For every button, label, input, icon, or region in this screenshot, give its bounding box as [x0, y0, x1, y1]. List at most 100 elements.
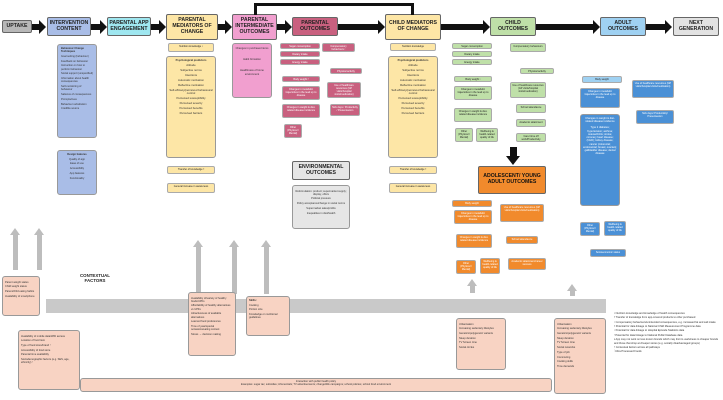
- context-item: Time demands: [557, 365, 575, 369]
- child-psych-item: Self-efficacy/perceived behavioural cont…: [391, 87, 435, 96]
- context-item: Availability of mobile data/WiFi access: [21, 334, 65, 338]
- child-outcome-sugar: Sugar consumption: [452, 43, 492, 49]
- child-psych-item: Reflective motivation: [400, 82, 426, 87]
- bct-item: Self-monitoring of behaviour: [61, 85, 82, 92]
- adult-bodyweight: Body weight: [582, 76, 622, 83]
- arrow-child-mediators: [441, 20, 490, 34]
- adol-metabolic: Changes in metabolic trajectories in the…: [454, 210, 492, 224]
- child-outcome-bodyweight: Body weight ᵉ: [454, 76, 492, 82]
- bct-item: Instruction on how to perform behaviour: [61, 64, 85, 71]
- context-item: Availability of smartphone: [5, 294, 35, 298]
- par-psych-item: Perceived severity: [179, 101, 203, 106]
- policy-box: Interaction with public health policy Ex…: [80, 378, 552, 392]
- child-outcome-wellbeing: Wellbeing & health-related quality of li…: [476, 128, 498, 142]
- par-outcome-energy: Energy intake: [280, 59, 320, 65]
- child-outcome-compensatory: Compensatory behaviours: [510, 43, 546, 52]
- par-outcome-dietary: Dietary intake: [280, 51, 320, 57]
- child-outcome-dietary: Dietary intake: [452, 51, 492, 57]
- context-item: Cooking: [249, 303, 259, 307]
- arrow-engagement: [151, 20, 166, 34]
- child-psych-item: Automatic motivation: [400, 77, 426, 82]
- bct-list: Goal setting (behaviour) Feedback on beh…: [61, 55, 93, 111]
- par-psych-item: Intentions: [184, 72, 198, 77]
- child-psych-item: Perceived barriers: [401, 111, 425, 116]
- footnote: ᶜ Compensatory behaviours/unintended con…: [614, 320, 716, 324]
- design-item: Functionality: [69, 176, 85, 180]
- environmental-item: Political pressure: [311, 197, 331, 201]
- arrow-child-outcomes: [536, 20, 600, 34]
- header-contextual: CONTEXTUAL FACTORS: [79, 272, 110, 283]
- context-arrow-3: [193, 240, 203, 294]
- context-item: TV Screen time: [459, 341, 477, 345]
- footnote: ᶠ Potential for data linkage to National…: [614, 333, 683, 337]
- child-general-box: General increase in awareness: [389, 183, 437, 193]
- adult-disease-list: Type 2 diabetes; hypertension; asthma; o…: [583, 126, 617, 156]
- adult-other: Other (Physical / Mental): [580, 222, 600, 236]
- par-psych-item: Perceived benefits: [179, 106, 203, 111]
- header-engagement: PARENTAL APP ENGAGEMENT: [107, 17, 151, 36]
- par-knowledge-box: Nutrition knowledge ᵃ: [168, 43, 214, 52]
- policy-examples: Examples: sugar tax; subsidies; infomerc…: [240, 383, 392, 387]
- footnotes: ᵃ Nutrition knowledge and knowledge of h…: [614, 312, 720, 355]
- environmental-list: Reformulation: product; supermarket supp…: [295, 190, 347, 215]
- design-title: Design features: [67, 153, 87, 156]
- context-item: Sleep duration: [557, 336, 574, 340]
- context-item: Time of year/special occasions/eating co…: [191, 325, 220, 332]
- context-item: Genetics/polygenetic variants: [557, 331, 591, 335]
- child-psych-item: Subjective norms: [402, 67, 424, 72]
- arrow-par-mediators: [218, 20, 232, 34]
- child-outcome-carer: Carer time off work/Productivity: [516, 133, 546, 142]
- par-outcome-healthcare: Use of healthcare resources (GP visits/h…: [327, 82, 361, 98]
- bct-item: Credible source: [61, 107, 80, 111]
- child-psych-item: Intentions: [406, 72, 420, 77]
- header-environmental: ENVIRONMENTAL OUTCOMES: [292, 161, 350, 180]
- context-item: Accessibility of food store: [21, 348, 51, 352]
- header-adolescent: ADOLESCENT/ YOUNG ADULT OUTCOMES: [478, 166, 546, 194]
- context-item: Social networks: [557, 346, 576, 350]
- adol-academic: Academic attainment/career success: [508, 258, 546, 270]
- par-intermediate-item: Changes in purchased items: [235, 47, 269, 50]
- child-outcome-healthcare: Use of healthcare resources (GP visits/h…: [510, 82, 546, 98]
- context-box-5: Urbanisation Increasing sedentary lifest…: [456, 318, 506, 370]
- footnote: ᵍ App may not work on less known brands …: [614, 338, 719, 345]
- context-item: Knowledge on nutritional guidelines: [249, 313, 278, 320]
- child-outcome-disease: Changes in weight & diet-related disease…: [454, 108, 492, 122]
- par-psych-item: Perceived susceptibility: [176, 96, 206, 101]
- footnote: ᵈ Potential for data linkage to National…: [614, 325, 701, 329]
- child-psych-item: Attitude: [408, 62, 418, 67]
- par-outcome-other: Other (Physical / Mental): [284, 124, 302, 138]
- footnote: ᵇ Transfer of knowledge from app-covered…: [614, 316, 696, 320]
- context-arrow-5: [261, 240, 271, 294]
- header-par-mediators: PARENTAL MEDIATORS OF CHANGE: [166, 14, 218, 40]
- design-item: App features: [69, 171, 85, 175]
- child-outcome-metabolic: Changes in metabolic trajectories in the…: [454, 86, 492, 100]
- context-band: [46, 299, 606, 313]
- adult-disease: Changes in weight & diet-related disease…: [585, 117, 615, 124]
- context-box-1: Parent weight status Child weight status…: [2, 276, 40, 316]
- arrow-uptake: [32, 20, 46, 34]
- par-outcome-metabolic: Changes in metabolic trajectories in the…: [282, 86, 320, 100]
- adol-disease: Changes in weight & diet-related disease…: [456, 234, 492, 248]
- context-item: Type of job: [557, 350, 570, 354]
- child-outcome-other: Other (Physical / Mental): [455, 128, 473, 142]
- context-item: Cooking skills: [557, 360, 573, 364]
- context-item: Affordability of healthy alternatives vs…: [191, 304, 231, 311]
- child-outcome-physical: Physical activity: [520, 68, 554, 74]
- design-item: Quality of app: [68, 157, 85, 161]
- par-general-box: General increase in awareness: [167, 183, 215, 193]
- design-item: Accessibility: [69, 167, 85, 171]
- environmental-item: Supermarket sales/profits: [306, 206, 336, 210]
- arrow-par-intermediate: [277, 20, 292, 34]
- adol-school: School attendance: [506, 236, 538, 244]
- context-item: Social circles: [459, 346, 475, 350]
- adol-wellbeing: Wellbeing & health-related quality of li…: [480, 258, 500, 274]
- context-box-3: Availability of/variety of healthy foods…: [188, 292, 236, 356]
- context-item: Sociodemographic factors (e.g. SES, age,…: [21, 358, 70, 365]
- arrow-intervention: [91, 20, 107, 34]
- bct-item: Information about health consequences: [61, 77, 89, 84]
- adult-healthcare: Use of healthcare resources (GP visits/h…: [632, 80, 674, 98]
- context-item: Availability of/variety of healthy foods…: [191, 296, 227, 303]
- environmental-item: Inequalities in diet/health: [306, 211, 336, 215]
- footnote: ʰ Contextual factors across all pathways: [614, 345, 660, 349]
